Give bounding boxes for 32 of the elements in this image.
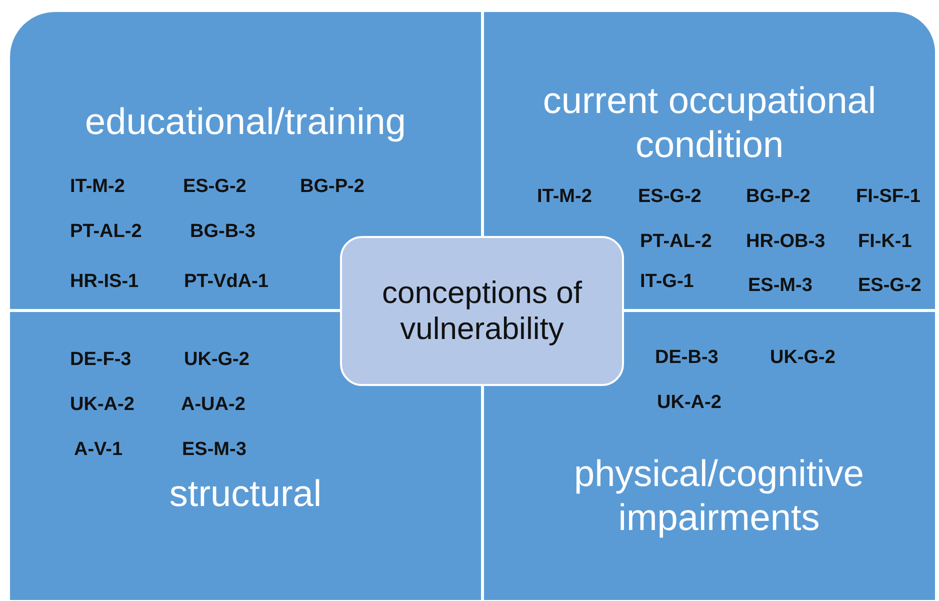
case-code: FI-K-1 xyxy=(858,230,912,254)
case-code: ES-M-3 xyxy=(748,274,812,298)
central-box xyxy=(340,236,624,386)
central-label: conceptions of vulnerability xyxy=(381,275,583,347)
case-code: PT-AL-2 xyxy=(70,220,142,244)
case-code: ES-G-2 xyxy=(858,274,922,298)
case-code: FI-SF-1 xyxy=(856,185,920,209)
case-code: UK-G-2 xyxy=(184,348,250,372)
case-code: IT-G-1 xyxy=(640,270,694,294)
case-code: IT-M-2 xyxy=(70,175,125,199)
case-code: UK-G-2 xyxy=(770,346,836,370)
case-code: A-UA-2 xyxy=(181,393,246,417)
case-code: ES-G-2 xyxy=(638,185,702,209)
quadrant-heading: structural xyxy=(168,472,323,516)
case-code: PT-VdA-1 xyxy=(184,270,268,294)
case-code: UK-A-2 xyxy=(70,393,134,417)
case-code: UK-A-2 xyxy=(657,391,722,415)
case-code: HR-IS-1 xyxy=(70,270,139,294)
case-code: PT-AL-2 xyxy=(640,230,712,254)
case-code: BG-P-2 xyxy=(746,185,810,209)
case-code: BG-B-3 xyxy=(190,220,256,244)
case-code: ES-M-3 xyxy=(182,438,246,462)
case-code: DE-B-3 xyxy=(655,346,718,370)
quadrant-heading: educational/training xyxy=(84,100,407,144)
case-code: A-V-1 xyxy=(74,438,123,462)
case-code: DE-F-3 xyxy=(70,348,132,372)
case-code: HR-OB-3 xyxy=(746,230,826,254)
case-code: ES-G-2 xyxy=(183,175,246,199)
quadrant-heading: physical/cognitive impairments xyxy=(573,452,865,540)
case-code: IT-M-2 xyxy=(537,185,592,209)
quadrant-heading: current occupational condition xyxy=(542,79,878,167)
case-code: BG-P-2 xyxy=(300,175,364,199)
